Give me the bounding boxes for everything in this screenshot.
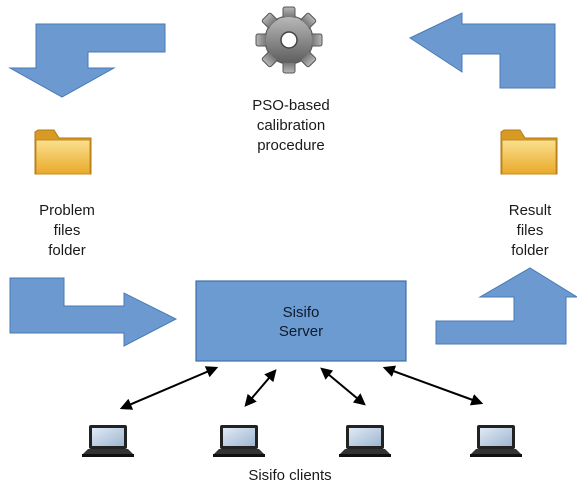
laptop-icon <box>82 425 134 457</box>
sisifo-server-box <box>195 280 407 362</box>
connector-arrow-client-3 <box>320 367 366 406</box>
flow-arrow-to-problem-folder <box>8 23 166 98</box>
sisifo-server-label: Sisifo Server <box>278 304 324 340</box>
laptop-icon <box>470 425 522 457</box>
connector-arrow-client-2 <box>244 369 277 407</box>
laptop-icon <box>339 425 391 457</box>
result-files-folder-label: Result files folder <box>508 202 552 259</box>
connector-arrow-client-4 <box>382 365 484 406</box>
gear-icon <box>255 6 323 74</box>
flow-arrow-to-server <box>9 277 178 347</box>
folder-icon <box>500 129 558 175</box>
problem-files-folder-label: Problem files folder <box>39 202 95 259</box>
flow-arrow-to-result-folder <box>435 267 577 345</box>
flow-arrow-to-pso <box>408 12 556 89</box>
folder-icon <box>34 129 92 175</box>
connector-arrow-client-1 <box>119 366 219 410</box>
pso-calibration-label: PSO-based calibration procedure <box>252 97 330 154</box>
laptop-icon <box>213 425 265 457</box>
sisifo-clients-label: Sisifo clients <box>248 467 332 484</box>
